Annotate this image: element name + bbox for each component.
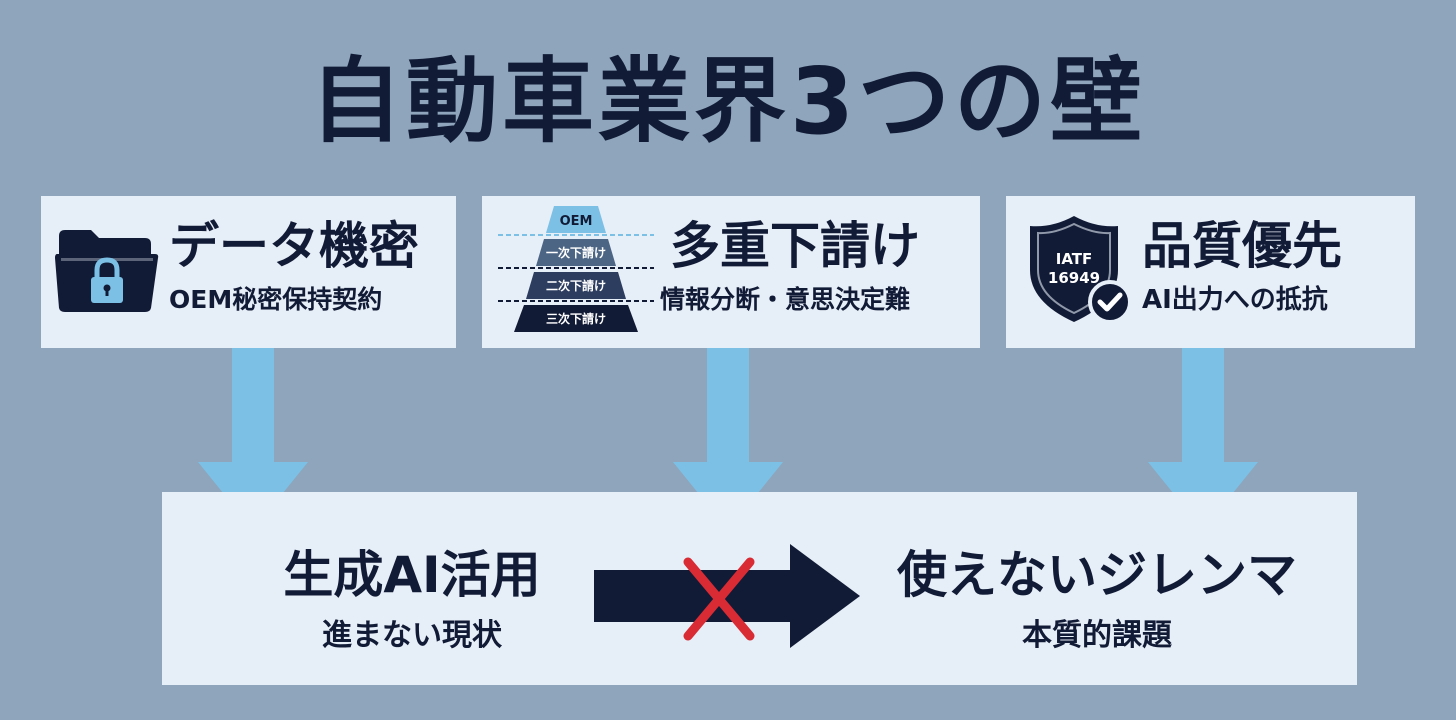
locked-folder-icon	[55, 230, 159, 312]
pyramid-level-oem: OEM	[560, 214, 593, 229]
result-right-main: 使えないジレンマ	[897, 546, 1297, 604]
barrier-title: データ機密	[169, 217, 419, 275]
barrier-card-multi-tier-subcontracting: OEM 一次下請け 二次下請け 三次下請け 多重下請け 情報分断・意思決定難	[482, 196, 980, 348]
pyramid-level-tier1: 一次下請け	[546, 245, 606, 260]
barrier-subtitle: 情報分断・意思決定難	[660, 285, 911, 314]
pyramid-level-tier3: 三次下請け	[546, 311, 606, 326]
pyramid-level-tier2: 二次下請け	[546, 278, 606, 293]
barrier-card-data-confidentiality: データ機密 OEM秘密保持契約	[41, 196, 456, 348]
barrier-card-quality-first: IATF 16949 品質優先 AI出力への抵抗	[1006, 196, 1415, 348]
result-left-sub: 進まない現状	[322, 618, 502, 653]
down-arrow-1	[198, 348, 308, 530]
barrier-title: 多重下請け	[670, 217, 920, 275]
page-title: 自動車業界3つの壁	[309, 48, 1146, 155]
shield-badge-line1: IATF	[1056, 250, 1093, 268]
barrier-title: 品質優先	[1142, 217, 1342, 275]
barrier-subtitle: AI出力への抵抗	[1142, 285, 1328, 315]
supply-pyramid-icon: OEM 一次下請け 二次下請け 三次下請け	[498, 206, 654, 332]
barrier-subtitle: OEM秘密保持契約	[169, 285, 383, 314]
down-arrow-3	[1148, 348, 1258, 530]
shield-badge-line2: 16949	[1048, 269, 1100, 287]
result-panel: 生成AI活用 進まない現状 使えないジレンマ 本質的課題	[162, 492, 1357, 685]
result-right-sub: 本質的課題	[1022, 618, 1172, 653]
down-arrow-2	[673, 348, 783, 530]
result-left-main: 生成AI活用	[283, 546, 541, 604]
blocked-arrow-icon	[594, 544, 860, 648]
iatf-shield-icon: IATF 16949	[1030, 216, 1132, 324]
